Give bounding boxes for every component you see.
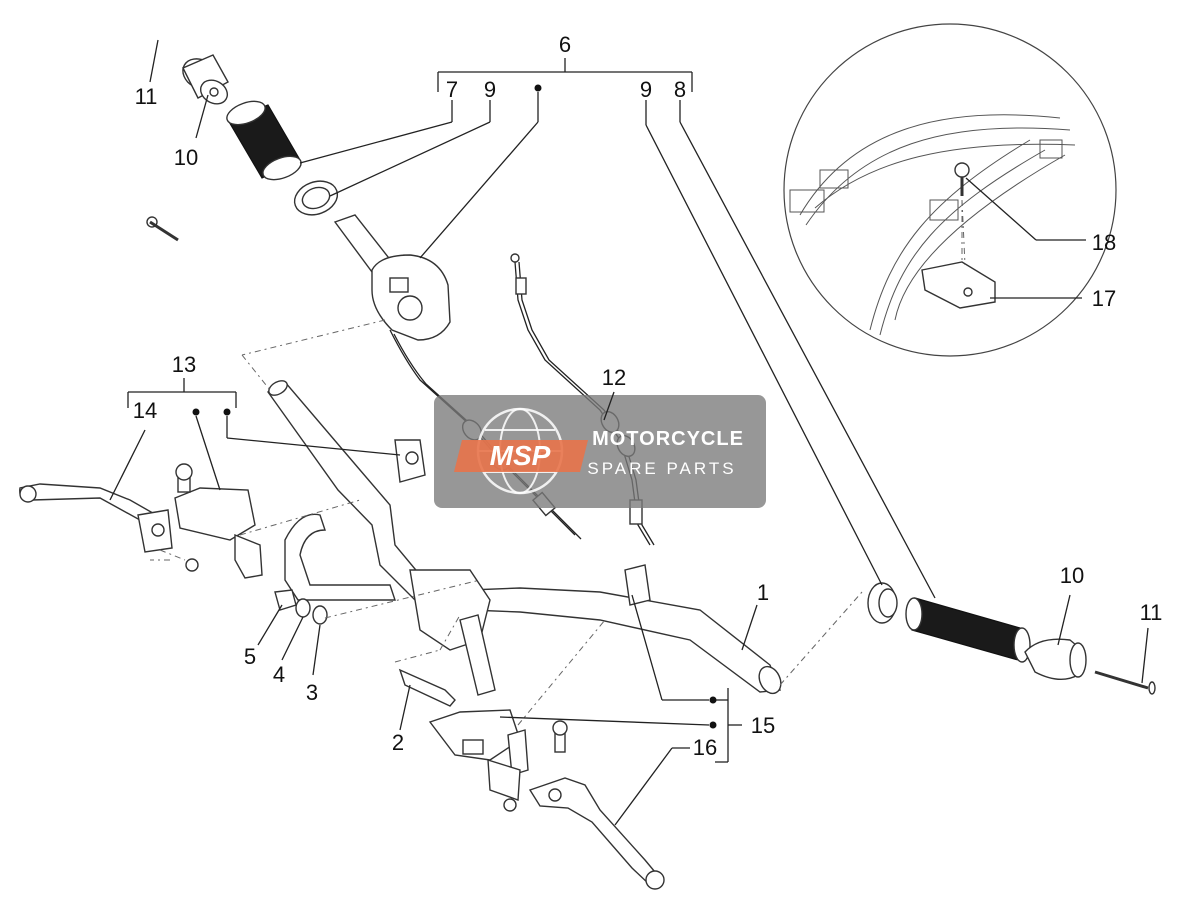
watermark-line2: SPARE PARTS — [587, 459, 736, 478]
leader-lines — [109, 39, 1149, 826]
watermark-logo: MSP — [490, 440, 551, 471]
callout-9-left: 9 — [484, 77, 496, 102]
callout-3: 3 — [306, 680, 318, 705]
callout-17: 17 — [1092, 286, 1116, 311]
callout-11-right: 11 — [1140, 600, 1163, 625]
right-brake-assembly — [398, 668, 665, 890]
callout-12: 12 — [602, 365, 626, 390]
callout-13: 13 — [172, 352, 196, 377]
callout-5: 5 — [244, 644, 256, 669]
left-grip-assembly — [146, 54, 582, 540]
callout-10-top: 10 — [174, 145, 198, 170]
callout-18: 18 — [1092, 230, 1116, 255]
callout-labels: 1 2 3 4 5 6 7 8 9 9 10 10 11 11 12 13 14… — [133, 32, 1163, 760]
callout-16: 16 — [693, 735, 717, 760]
watermark-line1: MOTORCYCLE — [592, 428, 744, 450]
callout-14: 14 — [133, 398, 157, 423]
left-brake-assembly — [19, 463, 263, 579]
callout-2: 2 — [392, 730, 404, 755]
callout-9-right: 9 — [640, 77, 652, 102]
watermark-box: MSP MOTORCYCLE SPARE PARTS — [434, 395, 766, 508]
callout-11-top: 11 — [135, 84, 158, 109]
detail-inset — [783, 23, 1117, 357]
callout-8: 8 — [674, 77, 686, 102]
handlebar — [266, 380, 782, 696]
washers — [274, 579, 481, 625]
callout-1: 1 — [757, 580, 769, 605]
callout-4: 4 — [273, 662, 285, 687]
callout-10-right: 10 — [1060, 563, 1084, 588]
callout-7: 7 — [446, 77, 458, 102]
alignment-lines — [150, 200, 963, 726]
right-grip-assembly — [867, 582, 1156, 695]
callout-6: 6 — [559, 32, 571, 57]
callout-15: 15 — [751, 713, 775, 738]
